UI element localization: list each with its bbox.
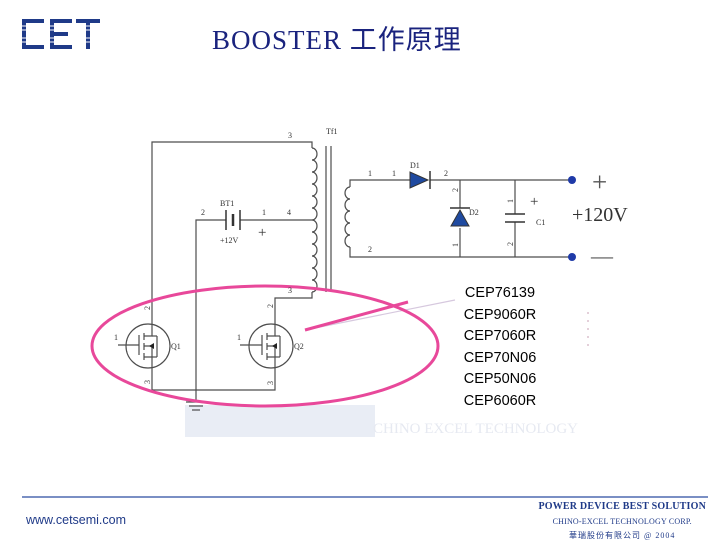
part-number: CEP76139 (464, 285, 536, 301)
pin-label: 3 (288, 286, 292, 295)
mosfet-highlight-ellipse (90, 284, 440, 408)
transformer-secondary-coil (344, 186, 351, 248)
battery-plus-sign: + (258, 225, 266, 241)
pin-label: 1 (392, 169, 396, 178)
part-number: CEP9060R (463, 306, 537, 323)
pin-label: 1 (262, 208, 266, 217)
callout-pointer (304, 300, 409, 332)
pin-label: 1 (451, 243, 460, 247)
pin-label: 1 (237, 333, 241, 342)
battery-voltage-label: +12V (220, 236, 239, 245)
part-number: CEP7060R (463, 328, 537, 345)
watermark-band (185, 405, 375, 437)
part-number-list: CEP76139 CEP9060R CEP7060R CEP70N06 CEP5… (453, 283, 547, 413)
pin-label: 2 (451, 188, 460, 192)
output-terminal-positive (568, 176, 576, 184)
transistor-q2-label: Q2 (294, 342, 304, 351)
part-number: CEP70N06 (463, 349, 537, 366)
watermark-text: CHINO EXCEL TECHNOLOGY (373, 421, 578, 437)
transistor-q1-label: Q1 (171, 342, 181, 351)
pin-label: 1 (506, 199, 515, 203)
pin-label: 2 (506, 242, 515, 246)
footer-company-zh: 華瑞股份有限公司 @ 2004 (569, 531, 676, 540)
battery-label: BT1 (220, 199, 234, 208)
footer-company-block: POWER DEVICE BEST SOLUTION CHINO-EXCEL T… (538, 501, 706, 541)
output-plus-sign: + (592, 167, 607, 197)
part-number: CEP50N06 (463, 371, 537, 388)
slide-title: BOOSTER 工作原理 (212, 25, 462, 55)
transformer-primary-coil (311, 147, 318, 293)
footer-divider (22, 496, 708, 498)
capacitor-label: C1 (536, 218, 545, 227)
pin-label: 4 (287, 208, 291, 217)
transformer-label: Tf1 (326, 127, 338, 136)
pin-label: 3 (266, 381, 275, 385)
part-number: CEP6060R (463, 392, 537, 409)
diode-d1-symbol (409, 171, 430, 189)
pin-label: 2 (201, 208, 205, 217)
pin-label: 2 (143, 306, 152, 310)
footer-tagline: POWER DEVICE BEST SOLUTION (538, 501, 706, 512)
pin-label: 3 (143, 380, 152, 384)
output-minus-sign: — (590, 243, 614, 268)
pin-label: 1 (368, 169, 372, 178)
pin-label: 2 (368, 245, 372, 254)
cet-logo (22, 19, 102, 49)
output-terminal-negative (568, 253, 576, 261)
diode-d2-symbol (450, 208, 470, 227)
pin-label: 3 (288, 131, 292, 140)
diode-d2-label: D2 (469, 208, 479, 217)
diode-d1-label: D1 (410, 161, 420, 170)
output-voltage-label: +120V (572, 204, 628, 226)
website-link[interactable]: www.cetsemi.com (26, 513, 127, 527)
pin-label: 2 (266, 304, 275, 308)
pin-label: 1 (114, 333, 118, 342)
capacitor-plus-sign: + (530, 194, 538, 210)
footer-company-en: CHINO-EXCEL TECHNOLOGY CORP. (552, 517, 692, 526)
pin-label: 2 (444, 169, 448, 178)
